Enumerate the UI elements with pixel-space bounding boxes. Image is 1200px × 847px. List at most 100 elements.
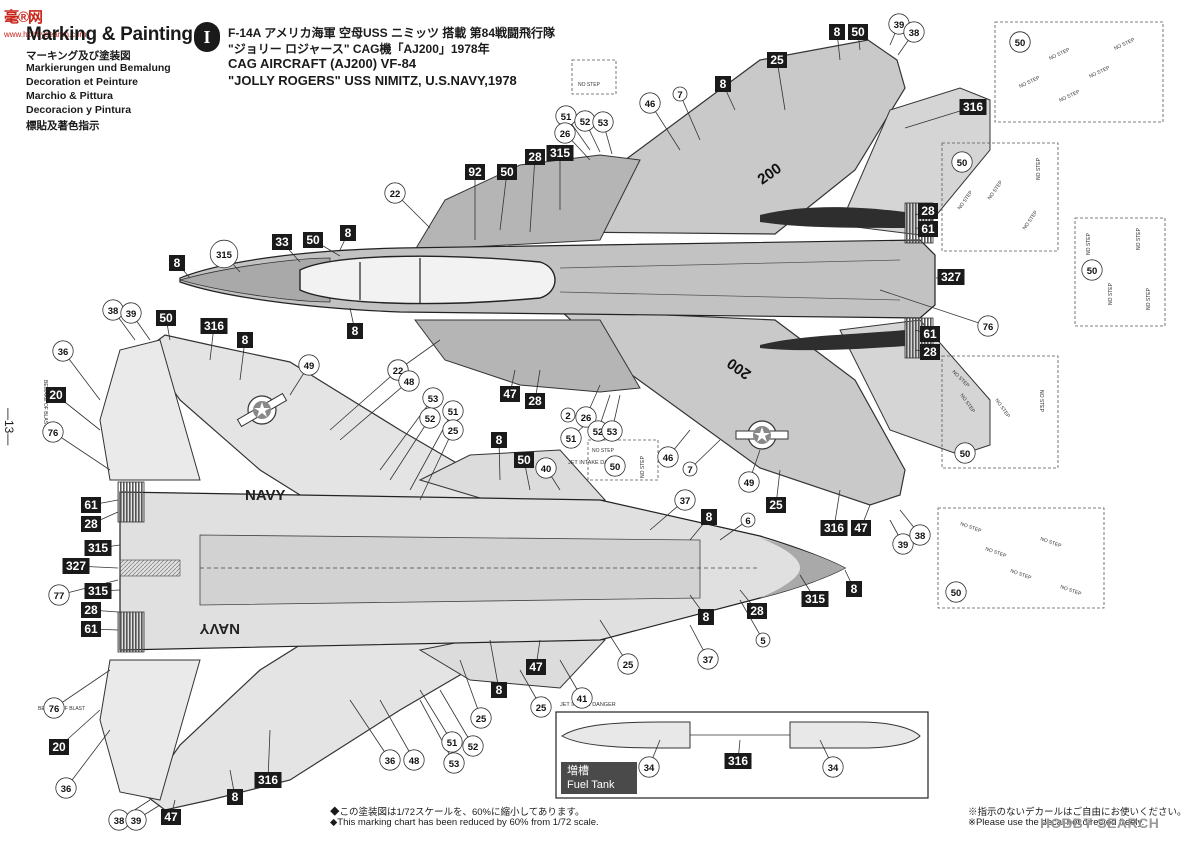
callout-circle bbox=[554, 122, 576, 144]
leader-line bbox=[339, 380, 410, 441]
no-step-2a: NO STEP bbox=[957, 189, 975, 211]
callout-number: 316 bbox=[258, 773, 278, 787]
callout-37: 37 bbox=[697, 648, 719, 670]
callout-number: 2 bbox=[565, 411, 570, 422]
callout-circle bbox=[120, 302, 142, 324]
leader-line bbox=[439, 689, 474, 747]
callout-number: 37 bbox=[703, 655, 714, 666]
callout-50: 50 bbox=[848, 24, 868, 40]
callout-number: 8 bbox=[851, 582, 858, 596]
callout-number: 28 bbox=[84, 603, 98, 617]
callout-box bbox=[497, 164, 517, 180]
callout-50: 50 bbox=[514, 452, 534, 468]
bottom-view-tail-hatch bbox=[119, 559, 181, 577]
callout-number: 34 bbox=[828, 763, 839, 774]
callout-number: 53 bbox=[598, 118, 609, 129]
leader-line bbox=[329, 369, 399, 431]
callout-circle bbox=[657, 446, 679, 468]
callout-number: 47 bbox=[854, 521, 868, 535]
callout-40: 40 bbox=[535, 457, 557, 479]
callout-number: 52 bbox=[468, 742, 479, 753]
callout-25: 25 bbox=[617, 653, 639, 675]
callout-circle bbox=[738, 471, 760, 493]
callout-number: 53 bbox=[449, 759, 460, 770]
callout-box bbox=[820, 520, 848, 536]
callout-number: 315 bbox=[88, 584, 108, 598]
callout-box bbox=[303, 232, 323, 248]
callout-box bbox=[920, 326, 940, 342]
callout-92: 92 bbox=[465, 164, 485, 180]
callout-38: 38 bbox=[903, 21, 925, 43]
top-view-canopy bbox=[299, 255, 556, 305]
callout-number: 50 bbox=[960, 449, 971, 460]
callout-7: 7 bbox=[682, 461, 698, 477]
callout-box bbox=[851, 520, 871, 536]
page-number: —13— bbox=[2, 408, 16, 446]
leader-line bbox=[529, 156, 536, 233]
callout-51: 51 bbox=[442, 400, 464, 422]
callout-number: 50 bbox=[957, 158, 968, 169]
callout-circle bbox=[977, 315, 999, 337]
scheme-title-en-2: "JOLLY ROGERS" USS NIMITZ, U.S.NAVY,1978 bbox=[228, 73, 517, 88]
callout-box bbox=[724, 753, 752, 769]
callout-circle bbox=[909, 524, 931, 546]
callout-number: 8 bbox=[242, 333, 249, 347]
callout-number: 50 bbox=[500, 165, 514, 179]
callout-circle bbox=[954, 442, 976, 464]
callout-8: 8 bbox=[491, 432, 507, 448]
jet-intake-label-top: JET INTAKE DANGER bbox=[568, 460, 624, 466]
top-view-canopy-frame bbox=[359, 258, 421, 304]
callout-7: 7 bbox=[672, 86, 688, 102]
leader-line bbox=[349, 699, 391, 761]
callout-25: 25 bbox=[442, 419, 464, 441]
callout-316: 316 bbox=[724, 753, 752, 769]
callout-box bbox=[698, 609, 714, 625]
subtitle-jp: マーキング及び塗装図 bbox=[26, 50, 131, 62]
stencil-box-3 bbox=[1074, 217, 1166, 327]
callout-41: 41 bbox=[571, 687, 593, 709]
scheme-title-jp-2: "ジョリー ロジャース" CAG機「AJ200」1978年 bbox=[228, 42, 490, 56]
callout-box bbox=[340, 225, 356, 241]
callout-50: 50 bbox=[604, 455, 626, 477]
scheme-title-jp-1: F-14A アメリカ海軍 空母USS ニミッツ 搭載 第84戦闘飛行隊 bbox=[228, 26, 555, 40]
callout-circle bbox=[945, 581, 967, 603]
no-step-5d: NO STEP bbox=[1039, 536, 1062, 549]
callout-8: 8 bbox=[829, 24, 845, 40]
callout-number: 28 bbox=[528, 150, 542, 164]
callout-28: 28 bbox=[918, 203, 938, 219]
callout-number: 49 bbox=[304, 361, 315, 372]
callout-box bbox=[49, 739, 69, 755]
callout-number: 39 bbox=[131, 816, 142, 827]
callout-28: 28 bbox=[525, 393, 545, 409]
callout-circle bbox=[903, 21, 925, 43]
callout-50: 50 bbox=[954, 442, 976, 464]
subtitle-de: Markierungen und Bemalung bbox=[26, 62, 171, 74]
callout-8: 8 bbox=[698, 609, 714, 625]
callout-36: 36 bbox=[379, 749, 401, 771]
callout-20: 20 bbox=[49, 739, 69, 755]
no-step-3a: NO STEP bbox=[1086, 232, 1092, 255]
callout-number: 39 bbox=[894, 20, 905, 31]
callout-circle bbox=[604, 455, 626, 477]
callout-box bbox=[81, 497, 101, 513]
bottom-view-lower-stab bbox=[99, 659, 201, 801]
navy-text-lower: NAVY bbox=[199, 620, 240, 637]
callout-number: 51 bbox=[566, 434, 577, 445]
callout-61: 61 bbox=[918, 221, 938, 237]
top-view-upper-glove bbox=[414, 154, 641, 251]
callout-number: 28 bbox=[84, 517, 98, 531]
footnote-en-free: ※Please use the decal not directed freel… bbox=[968, 817, 1145, 828]
callout-box bbox=[959, 99, 987, 115]
callout-25: 25 bbox=[766, 497, 786, 513]
callout-number: 28 bbox=[750, 604, 764, 618]
callout-number: 52 bbox=[425, 414, 436, 425]
callout-34: 34 bbox=[638, 756, 660, 778]
callout-box bbox=[465, 164, 485, 180]
callout-number: 61 bbox=[84, 498, 98, 512]
navy-text-upper: NAVY bbox=[245, 487, 286, 504]
callout-box bbox=[701, 509, 717, 525]
callout-number: 51 bbox=[447, 738, 458, 749]
callout-number: 48 bbox=[404, 377, 415, 388]
